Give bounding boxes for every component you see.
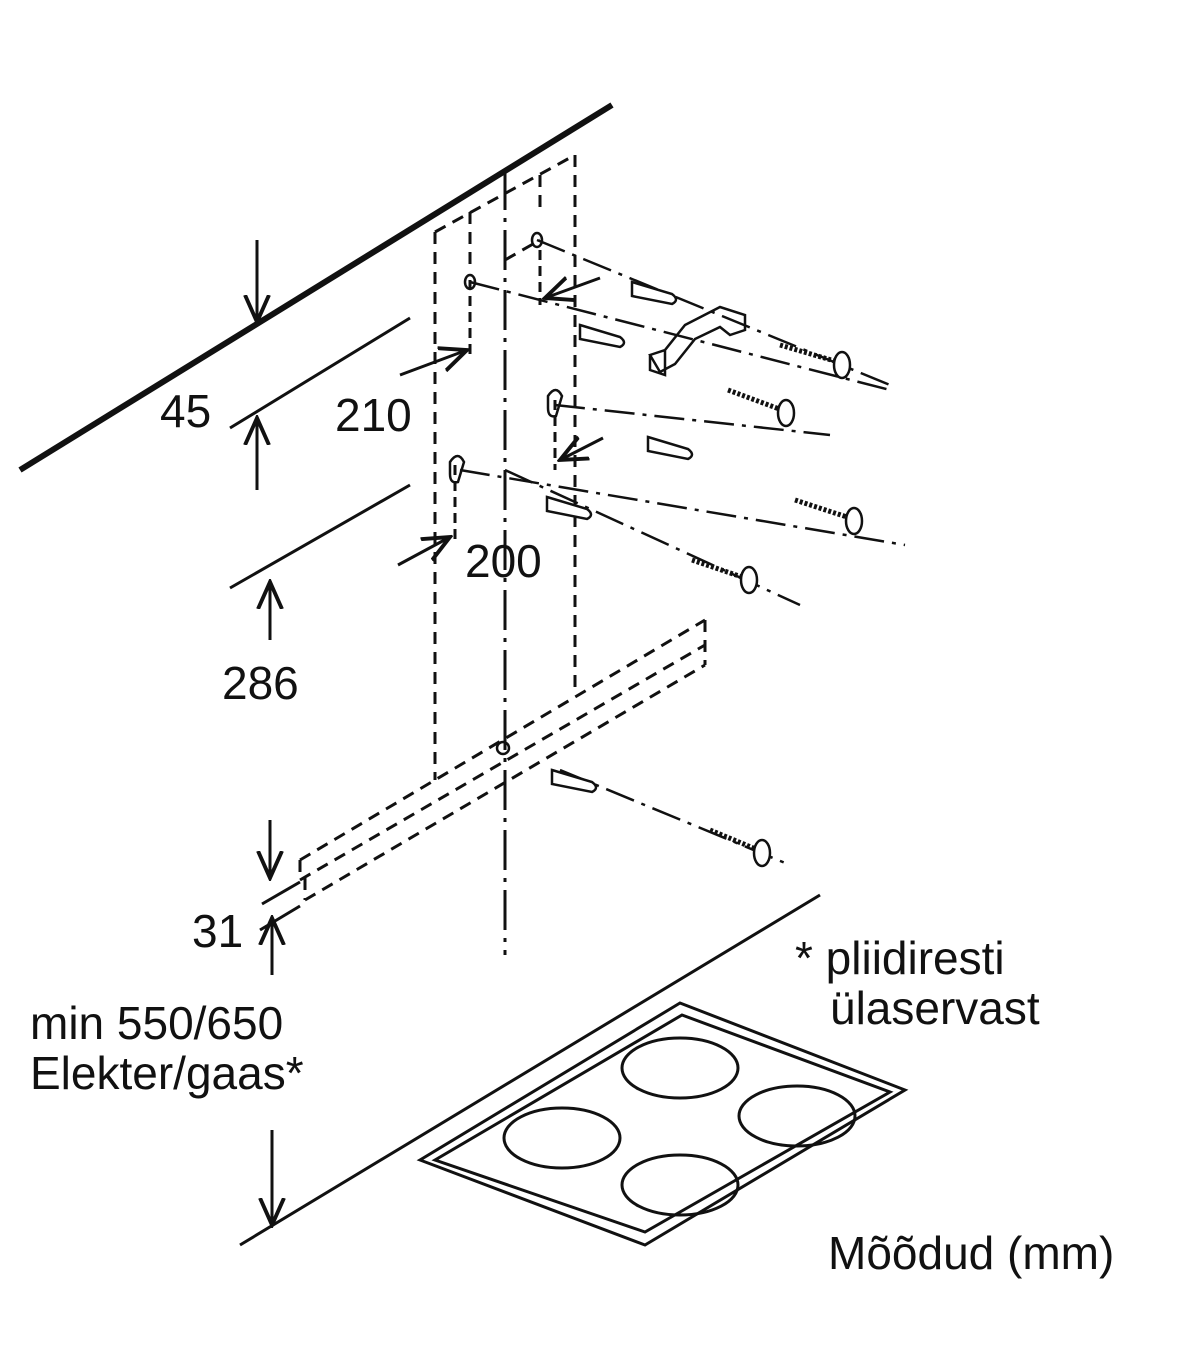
mounting-clip xyxy=(648,305,747,377)
screws xyxy=(691,342,864,868)
dimension-label-210: 210 xyxy=(335,389,412,441)
burner xyxy=(620,1036,740,1100)
cooktop xyxy=(416,1001,909,1247)
bracket-outline xyxy=(433,153,577,780)
burner xyxy=(737,1084,857,1148)
note-line-1: * pliidiresti xyxy=(795,932,1005,984)
screw-holes xyxy=(448,231,564,756)
dimension-label-31: 31 xyxy=(192,905,244,957)
burner xyxy=(502,1106,622,1170)
dimension-45 xyxy=(229,240,411,490)
units-label: Mõõdud (mm) xyxy=(828,1227,1115,1279)
wall-plugs xyxy=(545,280,694,794)
lower-bracket xyxy=(298,618,707,902)
dimension-label-45: 45 xyxy=(160,385,212,437)
ceiling-line xyxy=(18,102,614,473)
fuel-type-label: Elekter/gaas* xyxy=(30,1047,304,1099)
dimension-286-31 xyxy=(260,582,301,1225)
cooktop-plane xyxy=(239,893,821,1247)
note-line-2: ülaservast xyxy=(830,982,1040,1034)
dimension-label-286: 286 xyxy=(222,657,299,709)
min-height-label: min 550/650 xyxy=(30,997,284,1049)
dimension-210-200 xyxy=(229,250,604,590)
dimension-label-200: 200 xyxy=(465,535,542,587)
burner xyxy=(620,1153,740,1217)
